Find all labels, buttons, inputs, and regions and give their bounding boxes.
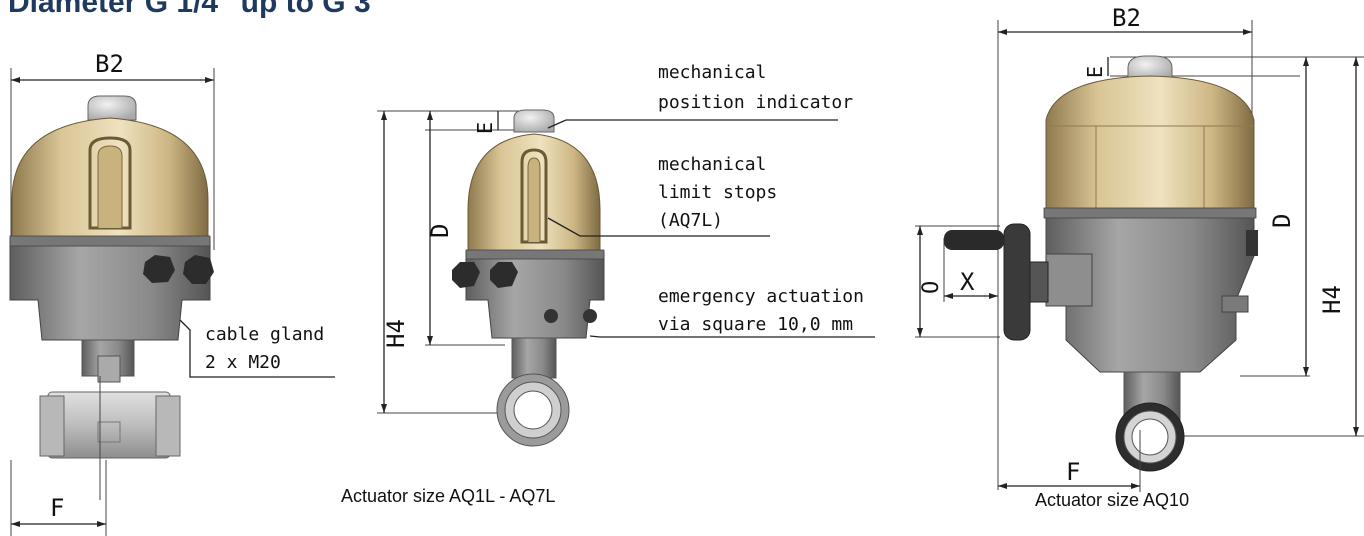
left-actuator-view: B2 F cable gland 2 x M20	[9, 50, 335, 536]
right-e-label: E	[1083, 66, 1107, 78]
right-b2-label: B2	[1112, 4, 1141, 32]
page-title: Diameter G 1/4" up to G 3"	[8, 0, 385, 19]
position-indicator-note-line1: mechanical	[658, 62, 766, 83]
right-caption: Actuator size AQ10	[1035, 490, 1189, 510]
cable-gland-note-line2: 2 x M20	[205, 352, 281, 373]
limit-stops-note-line3: (AQ7L)	[658, 210, 723, 231]
right-o-label: O	[919, 281, 944, 294]
limit-stops-note-line1: mechanical	[658, 154, 766, 175]
middle-caption: Actuator size AQ1L - AQ7L	[341, 486, 555, 506]
limit-stops-note-line2: limit stops	[658, 182, 777, 203]
position-indicator-note-line2: position indicator	[658, 92, 853, 113]
left-f-label: F	[50, 494, 64, 522]
cable-gland-note-line1: cable gland	[205, 324, 324, 345]
middle-h4-label: H4	[382, 319, 410, 348]
middle-e-label: E	[473, 122, 497, 134]
right-d-label: D	[1268, 214, 1296, 228]
middle-actuator-view: H4 D E mechanical positi	[341, 62, 875, 506]
middle-d-label: D	[426, 224, 454, 238]
emergency-note-line2: via square 10,0 mm	[658, 314, 853, 335]
right-h4-label: H4	[1318, 285, 1346, 314]
right-x-label: X	[960, 268, 975, 296]
emergency-note-line1: emergency actuation	[658, 286, 864, 307]
right-actuator-view: B2 E D H4 O X	[915, 4, 1364, 510]
left-b2-label: B2	[95, 50, 124, 78]
right-f-label: F	[1066, 458, 1080, 486]
